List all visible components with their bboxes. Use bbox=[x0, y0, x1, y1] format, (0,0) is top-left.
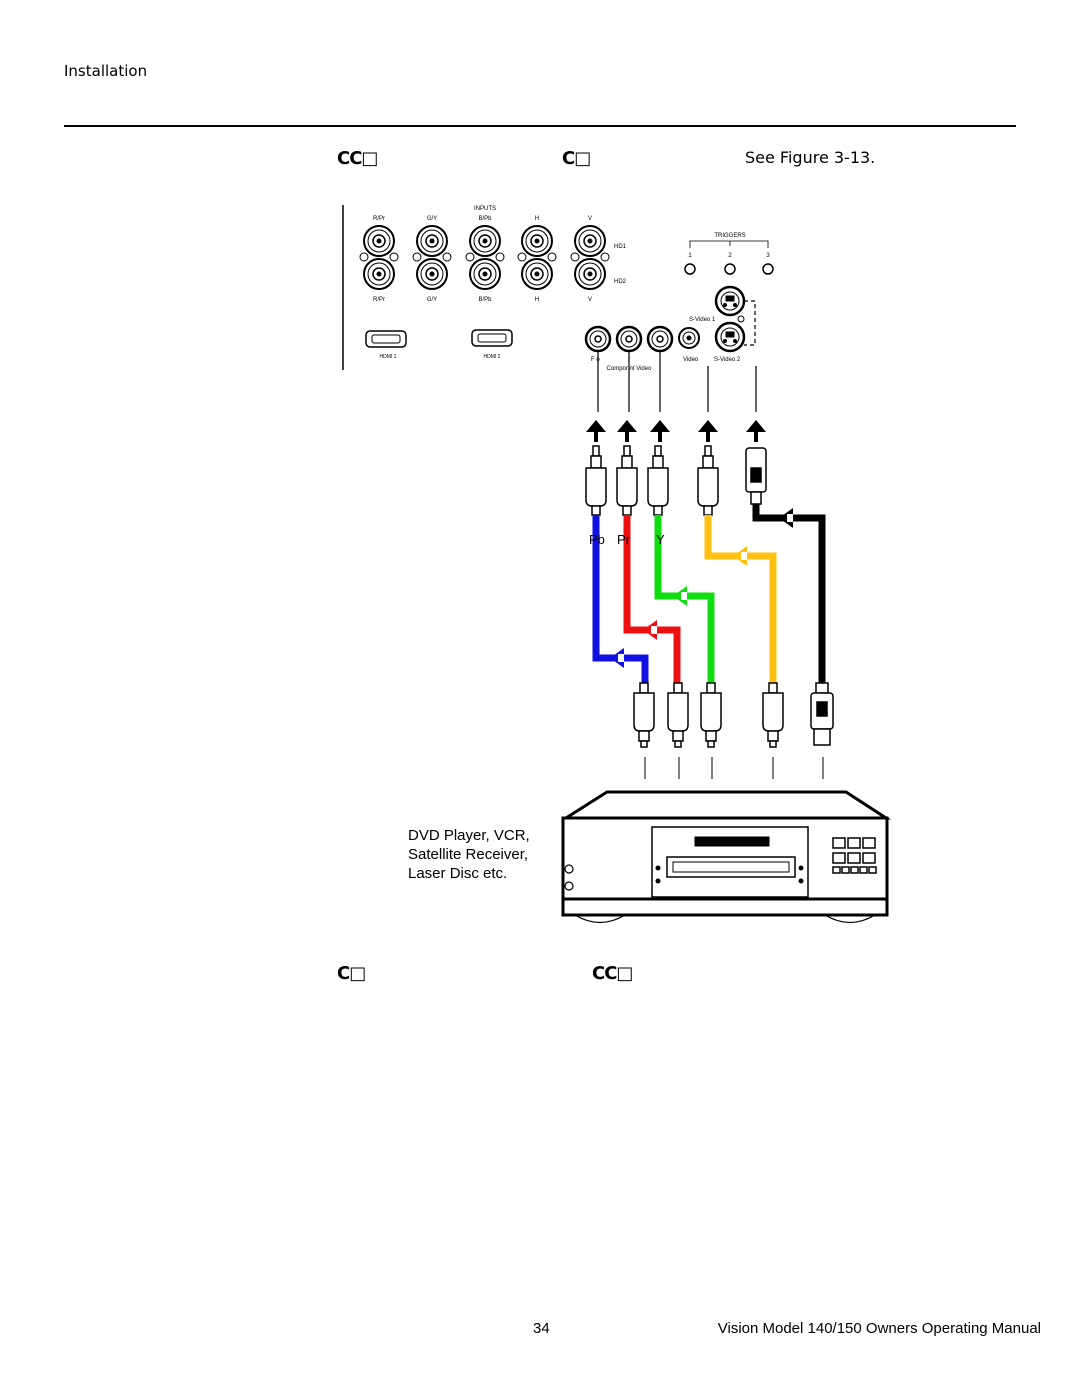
hdmi-ports bbox=[365, 329, 513, 348]
component-left-label: F o bbox=[591, 357, 600, 363]
video-port bbox=[678, 327, 700, 349]
hd1-label: HD1 bbox=[614, 244, 627, 250]
svideo2-port bbox=[714, 321, 746, 353]
bnc-label-gy-2: G/Y bbox=[427, 297, 437, 303]
figure-reference: See Figure 3-13. bbox=[745, 148, 876, 167]
page-number: 34 bbox=[533, 1320, 550, 1337]
caption-glyphs-bottom-right: CC□ bbox=[592, 963, 633, 984]
svideo2-label: S-Video 2 bbox=[714, 357, 741, 363]
inputs-label: INPUTS bbox=[474, 206, 496, 212]
trigger-jack-3 bbox=[762, 263, 774, 275]
bnc-label-v: V bbox=[588, 216, 592, 222]
component-ports bbox=[584, 325, 674, 353]
manual-title: Vision Model 140/150 Owners Operating Ma… bbox=[717, 1320, 1041, 1337]
device-line-1: DVD Player, VCR, bbox=[408, 827, 530, 844]
device-line-3: Laser Disc etc. bbox=[408, 865, 508, 882]
trigger-1-label: 1 bbox=[688, 253, 692, 259]
bnc-label-gy: G/Y bbox=[427, 216, 437, 222]
trigger-jack-1 bbox=[684, 263, 696, 275]
dvd-player-illustration bbox=[560, 790, 892, 924]
triggers-label: TRIGGERS bbox=[714, 233, 745, 239]
bnc-label-bpb-2: B/Pb bbox=[478, 297, 492, 303]
trigger-3-label: 3 bbox=[766, 253, 770, 259]
trigger-2-label: 2 bbox=[728, 253, 732, 259]
device-line-2: Satellite Receiver, bbox=[408, 846, 529, 863]
hdmi2-label: HDMI 2 bbox=[484, 354, 501, 360]
bnc-label-v-2: V bbox=[588, 297, 592, 303]
source-device-label: DVD Player, VCR, Satellite Receiver, Las… bbox=[408, 826, 530, 883]
caption-glyphs-mid: C□ bbox=[562, 148, 591, 169]
caption-glyphs-bottom-left: C□ bbox=[337, 963, 366, 984]
svideo1-label: S-Video 1 bbox=[689, 317, 716, 323]
bnc-label-rpr: R/Pr bbox=[373, 216, 385, 222]
bnc-label-h: H bbox=[535, 216, 539, 222]
bnc-label-h-2: H bbox=[535, 297, 539, 303]
caption-glyphs-left: CC□ bbox=[337, 148, 378, 169]
hd2-label: HD2 bbox=[614, 279, 627, 285]
bnc-label-rpr-2: R/Pr bbox=[373, 297, 385, 303]
pb-label: Pb bbox=[589, 532, 605, 547]
trigger-jack-2 bbox=[724, 263, 736, 275]
hdmi1-label: HDMI 1 bbox=[380, 354, 397, 360]
y-label: Y bbox=[656, 532, 665, 547]
bnc-label-bpb: B/Pb bbox=[478, 216, 492, 222]
pr-label: Pr bbox=[617, 532, 631, 547]
section-title: Installation bbox=[64, 62, 148, 80]
header-rule bbox=[64, 125, 1016, 127]
svideo1-port bbox=[714, 285, 746, 317]
video-label: Video bbox=[683, 357, 699, 363]
bnc-connectors bbox=[359, 225, 610, 290]
